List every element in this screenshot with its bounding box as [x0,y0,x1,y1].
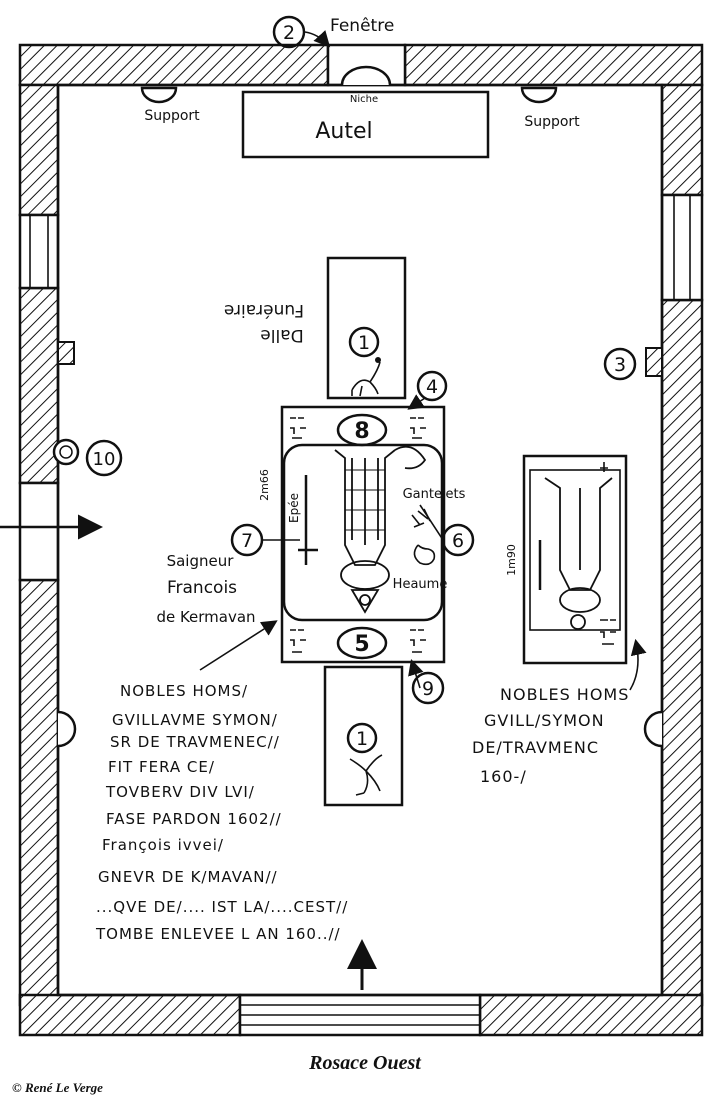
marker-4-circle [416,370,448,402]
inscription-right-line: GVILL/SYMON [484,711,605,730]
inscription-left-line: NOBLES HOMS/ [120,682,248,700]
inscription-left: NOBLES HOMS/ GVILLAVME SYMON/ SR DE TRAV… [95,682,348,943]
label-niche: Niche [350,94,378,105]
label-dalle: Dalle [260,325,303,345]
marker-5: 5 [354,632,369,657]
wall-left-3 [18,578,60,1007]
label-gantelets: Gantelets [403,487,466,502]
inscription-left-line: GVILLAVME SYMON/ [112,711,278,729]
marker-8-circle [336,413,388,447]
label-dim-left: 2m66 [258,469,271,501]
label-autel: Autel [315,119,372,144]
inscription-right-line: NOBLES HOMS [500,685,629,704]
helm-drawing [413,544,436,566]
wall-right-1 [660,83,704,197]
tomb-corner-ornaments [290,417,426,653]
wall-left-1 [18,83,60,217]
secondary-tomb-outer [522,454,628,665]
marker-2-circle [272,15,306,49]
label-funeraire: Funéraire [224,300,304,320]
wall-top-left [18,43,330,87]
secondary-tomb-inner [529,469,621,631]
walls [18,43,704,1037]
marker-6: 6 [452,530,464,552]
marker-7: 7 [241,530,253,552]
inscription-left-line: GNEVR DE K/MAVAN// [98,868,278,886]
secondary-corner-ornaments [600,462,616,645]
wall-bottom-right [478,993,704,1037]
funerary-slab-top [326,256,407,400]
label-seigneur-3: de Kermavan [156,608,255,626]
gauntlets-drawing [411,508,431,528]
room-interior [56,83,664,997]
wall-left-2 [18,286,60,485]
right-bracket-3 [645,347,663,377]
inscription-left-line: SR DE TRAVMENEC// [110,733,280,751]
label-dim-right: 1m90 [505,544,518,576]
marker-1-top: 1 [358,332,370,354]
secondary-effigy [544,477,613,630]
marker-9: 9 [422,678,434,700]
label-heaume: Heaume [393,577,448,592]
altar-area [140,65,558,159]
marker-10-circle [85,439,123,477]
marker-3: 3 [614,354,626,376]
funerary-slab-bottom [323,665,404,807]
right-window [660,193,704,302]
number-markers: 2 1 4 3 8 10 7 6 5 9 1 [85,15,637,754]
wall-top-right [403,43,704,87]
wall-right-2 [660,298,704,1007]
marker-1-top-circle [348,326,380,358]
left-door [18,481,60,582]
marker-9-circle [411,671,445,705]
inscription-left-line: François ivvei/ [102,836,224,854]
inscription-left-line: ...QVE DE/.... IST LA/....CEST// [96,898,348,916]
marker-5-circle [336,626,388,660]
support-right [520,86,558,104]
label-fenetre: Fenêtre [330,16,394,36]
inscription-left-line: TOVBERV DIV LVI/ [105,783,255,801]
marker-2: 2 [283,22,295,44]
animal-figure-bottom [349,754,383,796]
label-support-left: Support [144,108,200,124]
left-wall-niche [57,710,77,748]
animal-figure-top [351,357,381,397]
piscina-10 [52,438,80,466]
knight-effigy [334,445,427,614]
caption-title: Rosace Ouest [308,1052,422,1074]
inscription-left-line: FASE PARDON 1602// [106,810,282,828]
label-epee: Epée [287,493,301,523]
marker-1-bottom: 1 [356,728,368,750]
marker-10: 10 [93,449,116,470]
label-support-right: Support [524,114,580,130]
secondary-tomb [522,454,628,665]
support-left [140,86,178,104]
niche-arch [340,65,392,86]
marker-3-circle [603,347,637,381]
right-wall-niche [643,710,663,748]
inscription-left-line: FIT FERA CE/ [108,758,215,776]
wall-bottom-left [18,993,242,1037]
inscription-left-line: TOMBE ENLEVEE L AN 160..// [95,925,341,943]
label-seigneur-1: Saigneur [167,552,235,570]
left-bracket [57,341,75,365]
inscription-right-line: DE/TRAVMENC [472,738,599,757]
sword [298,475,318,565]
marker-4: 4 [426,376,438,398]
copyright: © René Le Verge [12,1080,103,1095]
inscription-right-line: 160-/ [480,767,527,786]
left-window [18,213,60,290]
label-seigneur-2: Francois [167,578,237,598]
inscription-right: NOBLES HOMS GVILL/SYMON DE/TRAVMENC 160-… [472,685,629,786]
leader-lines [0,30,647,990]
altar [241,90,490,159]
marker-1-bottom-circle [346,722,378,754]
marker-8: 8 [354,419,369,444]
